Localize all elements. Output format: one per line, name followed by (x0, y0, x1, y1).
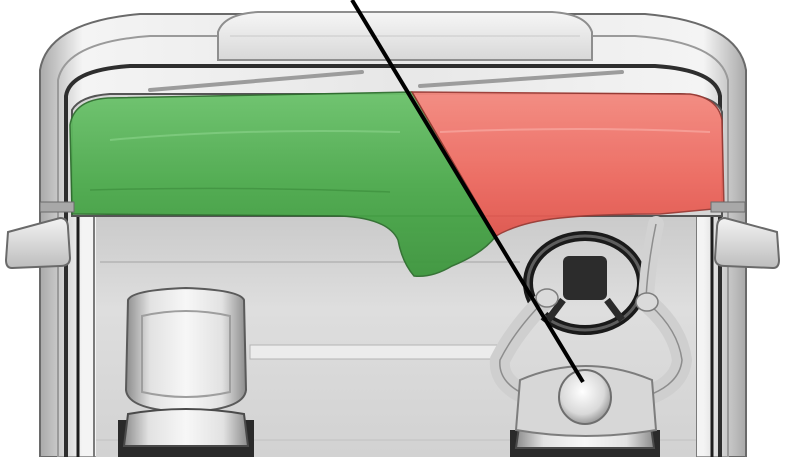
roof-hatch (218, 12, 592, 60)
passenger-seat (118, 288, 254, 457)
